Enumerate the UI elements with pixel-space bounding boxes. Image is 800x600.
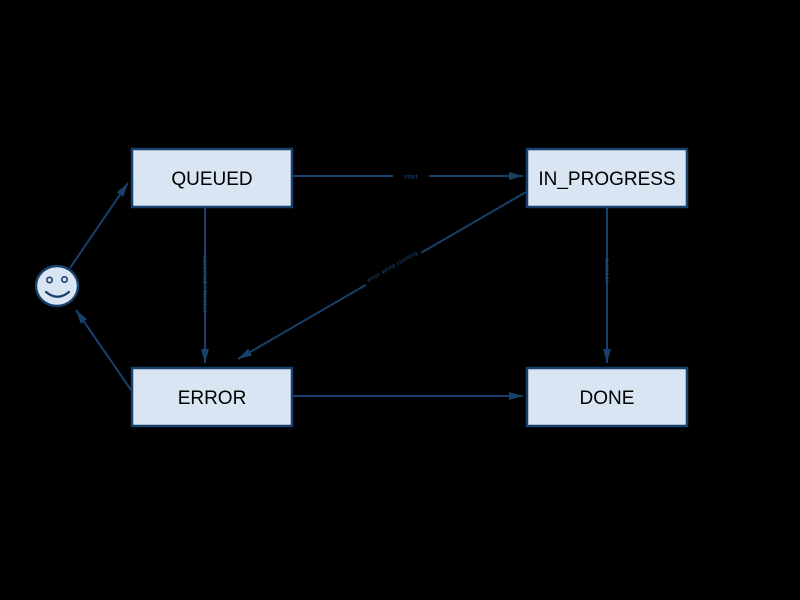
node-label-error: ERROR [178,388,247,409]
node-box [525,366,689,428]
state-node-queued: QUEUED [130,147,294,209]
state-node-done: DONE [525,366,689,428]
edge-label-queued-to-in-progress: start [404,175,418,181]
edge-label-group-queued-to-in-progress: start [393,170,429,182]
state-node-error: ERROR [130,366,294,428]
smiley-mouth [44,290,71,298]
edge-label-group-in-progress-to-done: success [603,259,609,283]
edge-label-backdrop [393,170,429,182]
edge-label-in-progress-to-error: error while running [366,250,419,284]
state-node-in-progress: IN_PROGRESS [525,147,689,209]
edge-error-to-actor [75,309,132,391]
node-label-in-progress: IN_PROGRESS [538,169,675,190]
edge-label-group-in-progress-to-error: error while running [361,244,423,288]
edge-actor-to-queued [69,182,129,269]
node-box [130,366,294,428]
edge-label-backdrop [361,244,423,288]
edge-label-in-progress-to-done: success [603,259,609,283]
edge-label-queued-to-error: cancelled / timeout [201,255,207,313]
edge-label-group-queued-to-error: cancelled / timeout [201,255,207,313]
actor-smiley [34,264,80,308]
smiley-eye-right [60,275,68,283]
smiley-eye-left [45,276,53,284]
smiley-face-icon [34,264,80,308]
node-box [130,147,294,209]
node-box [525,147,689,209]
node-label-queued: QUEUED [171,169,252,190]
node-label-done: DONE [580,388,635,409]
